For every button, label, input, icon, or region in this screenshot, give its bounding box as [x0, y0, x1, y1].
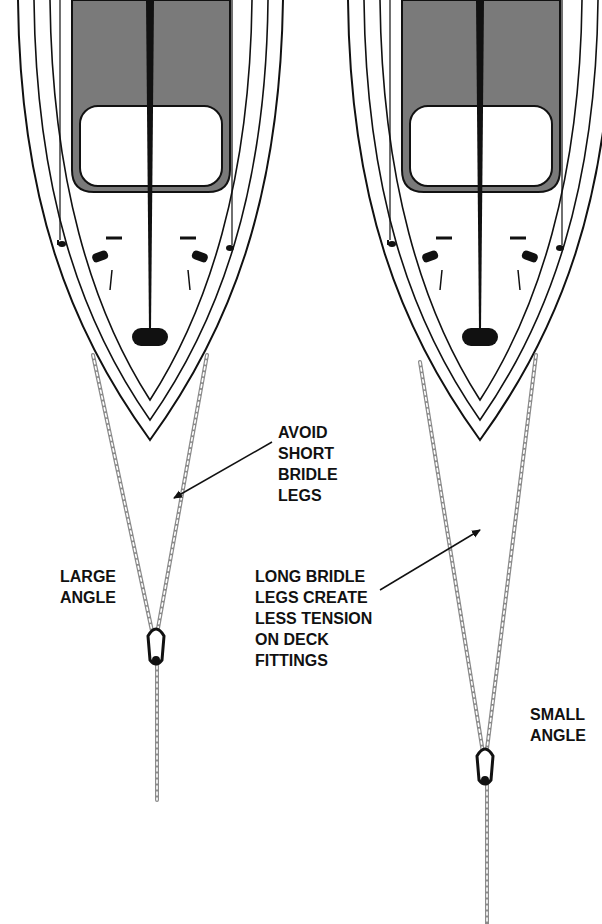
angle-label: SMALL ANGLE	[530, 704, 594, 746]
callout-note: LONG BRIDLE LEGS CREATE LESS TENSION ON …	[255, 566, 377, 671]
callout-note: AVOID SHORT BRIDLE LEGS	[278, 422, 352, 506]
angle-label: LARGE ANGLE	[60, 566, 124, 608]
